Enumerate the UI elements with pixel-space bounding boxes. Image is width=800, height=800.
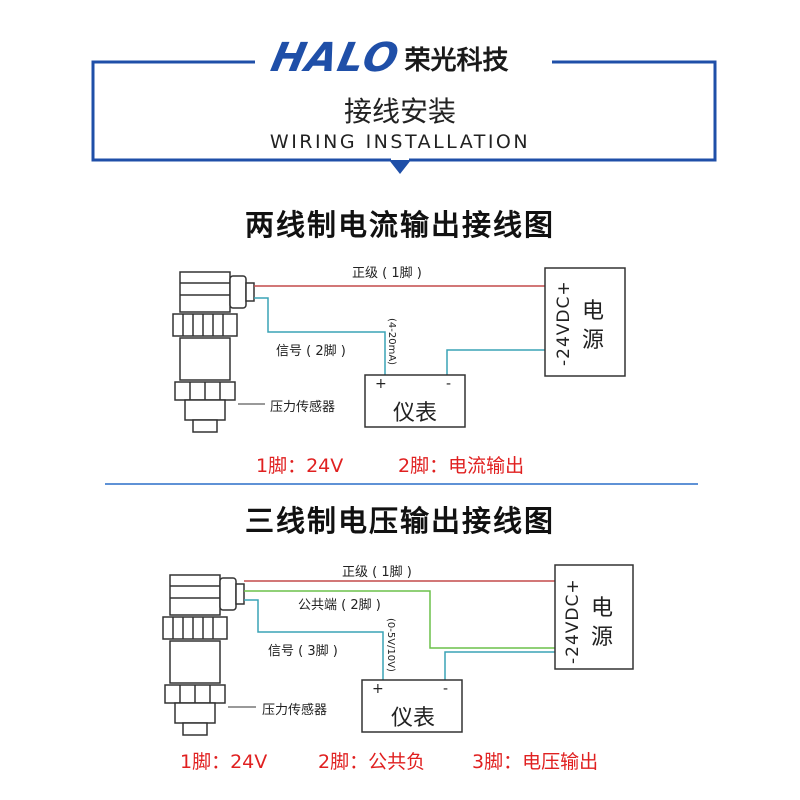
power-supply-box-2 bbox=[554, 564, 634, 670]
brand: HALO 荣光科技 bbox=[267, 35, 509, 81]
signal-range-label-1: (4-20mA) bbox=[386, 318, 397, 366]
power-supply-box-1 bbox=[544, 267, 626, 377]
brand-logo: HALO bbox=[267, 35, 404, 81]
wire-positive-label-2: 正级 ( 1脚 ) bbox=[342, 565, 412, 580]
meter-minus-1: - bbox=[446, 376, 452, 392]
header-frame-pointer bbox=[389, 160, 411, 174]
brand-name: 荣光科技 bbox=[404, 45, 509, 76]
meter-plus-1: + bbox=[375, 376, 387, 392]
pin3-note-2: 3脚：电压输出 bbox=[472, 751, 599, 773]
ps-char2-2: 源 bbox=[591, 625, 614, 650]
meter-minus-2: - bbox=[443, 681, 449, 697]
page-title: 接线安装 bbox=[343, 95, 456, 128]
wire-positive-label-1: 正级 ( 1脚 ) bbox=[352, 266, 422, 281]
pin1-note-1: 1脚：24V bbox=[256, 455, 344, 477]
pin1-note-2: 1脚：24V bbox=[180, 751, 268, 773]
wire-signal-1 bbox=[254, 297, 386, 375]
section2-title: 三线制电压输出接线图 bbox=[244, 504, 555, 538]
signal-range-label-2: (0-5V/10V) bbox=[385, 618, 396, 672]
sensor-2 bbox=[162, 574, 245, 736]
header-frame bbox=[91, 60, 717, 162]
ps-voltage-2: -24VDC+ bbox=[563, 578, 583, 664]
meter-label-1: 仪表 bbox=[393, 401, 438, 426]
sensor-label-2: 压力传感器 bbox=[262, 703, 328, 718]
sensor-1 bbox=[172, 271, 255, 433]
wire-signal-2 bbox=[244, 599, 384, 680]
meter-box-2 bbox=[361, 679, 463, 733]
ps-voltage-1: -24VDC+ bbox=[554, 280, 574, 366]
sensor-label-1: 压力传感器 bbox=[270, 400, 336, 415]
page-subtitle: WIRING INSTALLATION bbox=[269, 131, 531, 153]
ps-char1-1: 电 bbox=[582, 299, 605, 324]
ps-char2-1: 源 bbox=[582, 328, 605, 353]
ps-char1-2: 电 bbox=[591, 596, 614, 621]
pin2-note-2: 2脚：公共负 bbox=[318, 751, 426, 773]
wire-return-2 bbox=[444, 651, 555, 680]
wire-return-1 bbox=[446, 349, 545, 375]
wire-signal-label-1: 信号 ( 2脚 ) bbox=[276, 344, 346, 359]
pin2-note-1: 2脚：电流输出 bbox=[398, 455, 525, 477]
wire-common-2 bbox=[244, 590, 555, 649]
section1-title: 两线制电流输出接线图 bbox=[244, 208, 555, 242]
meter-label-2: 仪表 bbox=[391, 706, 436, 731]
wire-signal-label-2: 信号 ( 3脚 ) bbox=[268, 644, 338, 659]
meter-plus-2: + bbox=[372, 681, 384, 697]
wire-common-label-2: 公共端 ( 2脚 ) bbox=[298, 598, 381, 613]
meter-box-1 bbox=[364, 374, 466, 428]
